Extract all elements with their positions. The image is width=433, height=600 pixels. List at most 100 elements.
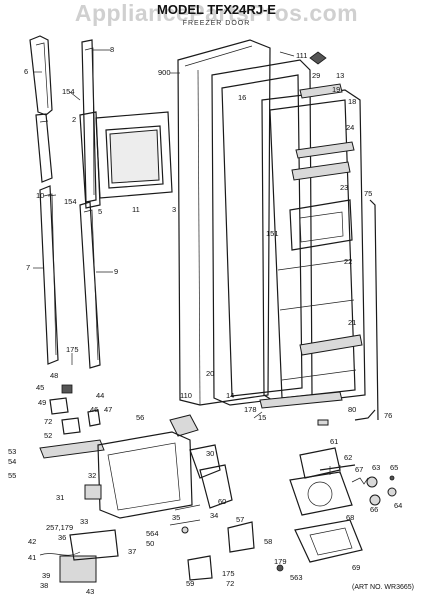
nut-64	[387, 487, 397, 497]
pin-65	[389, 475, 395, 481]
gasket-strip-9	[79, 201, 101, 369]
gasket-strip-8	[81, 39, 97, 203]
solenoid-39	[59, 555, 97, 583]
callout-14: 14	[226, 391, 234, 400]
callout-66: 66	[370, 505, 378, 514]
callout-53: 53	[8, 447, 16, 456]
callout-21: 21	[348, 318, 356, 327]
callout-36: 36	[58, 533, 66, 542]
shelf-rail-23	[291, 161, 351, 181]
callout-65: 65	[390, 463, 398, 472]
door-handle-bottom	[35, 113, 53, 183]
callout-80: 80	[348, 405, 356, 414]
callout-57: 57	[236, 515, 244, 524]
callout-31: 31	[56, 493, 64, 502]
callout-10: 10	[36, 191, 44, 200]
shelf-dividers	[277, 259, 357, 381]
callout-19: 19	[332, 85, 340, 94]
switch-45	[61, 384, 73, 394]
cap-66	[369, 494, 381, 506]
shelf-rail-21	[299, 334, 363, 356]
callout-52: 52	[44, 431, 52, 440]
rod-75	[369, 199, 379, 421]
callout-labels: 6 8 900 111 29 13 16 19 18 154 2 11 3 5 …	[8, 45, 402, 596]
callout-22: 22	[344, 257, 352, 266]
art-number: (ART NO. WR3665)	[352, 584, 414, 591]
callout-67: 67	[355, 465, 363, 474]
callout-18: 18	[348, 97, 356, 106]
callout-59: 59	[186, 579, 194, 588]
callout-42: 42	[28, 537, 36, 546]
callout-48: 48	[50, 371, 58, 380]
callout-46: 46	[90, 405, 98, 414]
callout-56: 56	[136, 413, 144, 422]
callout-3: 3	[172, 205, 176, 214]
crusher-blade-69	[294, 519, 363, 563]
ice-bin-22	[289, 199, 353, 251]
callout-564: 564	[146, 529, 159, 538]
callout-72a: 72	[44, 417, 52, 426]
callout-151: 151	[266, 229, 279, 238]
callout-16: 16	[238, 93, 246, 102]
callout-58: 58	[264, 537, 272, 546]
callout-63: 63	[372, 463, 380, 472]
callout-20: 20	[206, 369, 214, 378]
callout-9: 9	[114, 267, 118, 276]
callout-50: 50	[146, 539, 154, 548]
callout-11: 11	[132, 205, 140, 214]
callout-257-179: 257,179	[46, 523, 73, 532]
washer-63	[366, 476, 378, 488]
callout-179: 179	[274, 557, 287, 566]
callout-76: 76	[384, 411, 392, 420]
callout-29: 29	[312, 71, 320, 80]
callout-47: 47	[104, 405, 112, 414]
callout-110: 110	[180, 391, 192, 400]
callout-68: 68	[346, 513, 354, 522]
motor-56	[169, 414, 199, 437]
callout-44: 44	[96, 391, 104, 400]
chute-30	[189, 444, 221, 479]
shelf-clip-16	[299, 83, 343, 99]
screw-80	[317, 419, 329, 426]
callout-75: 75	[364, 189, 372, 198]
callout-55: 55	[8, 471, 16, 480]
callout-13: 13	[336, 71, 344, 80]
callout-49: 49	[38, 398, 46, 407]
callout-175b: 175	[222, 569, 235, 578]
cover-57	[227, 521, 255, 553]
shelf-rail-24	[295, 141, 355, 159]
diagram-subtitle: FREEZER DOOR	[182, 20, 251, 27]
screw-563	[276, 564, 284, 572]
callout-24: 24	[346, 123, 354, 132]
callout-5: 5	[98, 207, 102, 216]
bottom-rail-15	[259, 391, 343, 409]
callout-35: 35	[172, 513, 180, 522]
callout-43: 43	[86, 587, 94, 596]
drip-tray-53	[39, 439, 105, 459]
leader-lines	[33, 49, 295, 419]
callout-54: 54	[8, 457, 16, 466]
callout-60: 60	[218, 497, 226, 506]
callout-23: 23	[340, 183, 348, 192]
callout-175a: 175	[66, 345, 79, 354]
callout-154a: 154	[62, 87, 75, 96]
callout-2: 2	[72, 115, 76, 124]
bracket-37	[69, 529, 119, 561]
callout-178: 178	[244, 405, 257, 414]
lever-60	[199, 464, 233, 509]
callout-8: 8	[110, 45, 114, 54]
callout-32: 32	[88, 471, 96, 480]
callout-37: 37	[128, 547, 136, 556]
spring-67	[351, 477, 369, 485]
callout-34: 34	[210, 511, 218, 520]
wire-41	[39, 551, 81, 556]
inner-door-liner	[261, 89, 366, 406]
callout-6: 6	[24, 67, 28, 76]
bracket-49	[49, 397, 69, 415]
spring-parts-35	[169, 504, 201, 534]
actuator-46	[87, 409, 101, 427]
callout-62: 62	[344, 453, 352, 462]
dispenser-frame	[95, 111, 173, 199]
top-hinge-29	[309, 51, 327, 65]
